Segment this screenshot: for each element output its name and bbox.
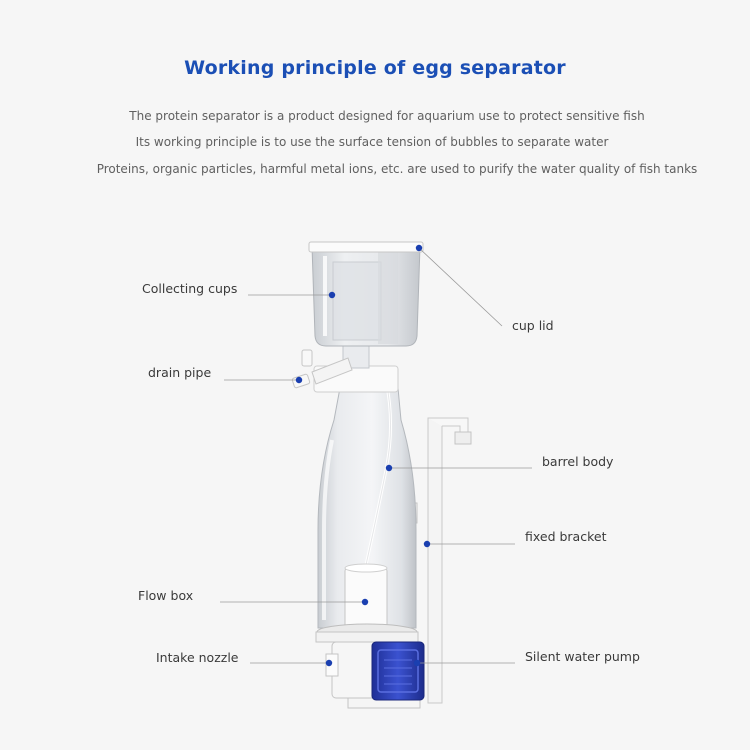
- description-line-1: The protein separator is a product desig…: [129, 109, 645, 123]
- description-line-3: Proteins, organic particles, harmful met…: [96, 162, 698, 176]
- label-silent-water-pump: Silent water pump: [525, 649, 640, 664]
- label-flow-box: Flow box: [138, 588, 194, 603]
- drain-pipe-shape: [291, 349, 353, 389]
- label-drain-pipe: drain pipe: [148, 365, 212, 380]
- description-line-2: Its working principle is to use the surf…: [135, 135, 609, 149]
- label-barrel-body: barrel body: [542, 454, 614, 469]
- marker-dots: [295, 244, 431, 667]
- label-fixed-bracket: fixed bracket: [525, 529, 607, 544]
- cup-lid-shape: [308, 241, 424, 253]
- collecting-cup-shape: [311, 245, 421, 347]
- label-cup-lid: cup lid: [512, 318, 554, 333]
- barrel-body-shape: [317, 387, 417, 629]
- label-collecting-cups: Collecting cups: [142, 281, 238, 296]
- bracket-shape: [398, 417, 472, 704]
- leader-lines: [220, 247, 532, 664]
- diagram-title: Working principle of egg separator: [184, 57, 566, 79]
- pump-shape: [325, 641, 425, 709]
- label-intake-nozzle: Intake nozzle: [156, 650, 239, 665]
